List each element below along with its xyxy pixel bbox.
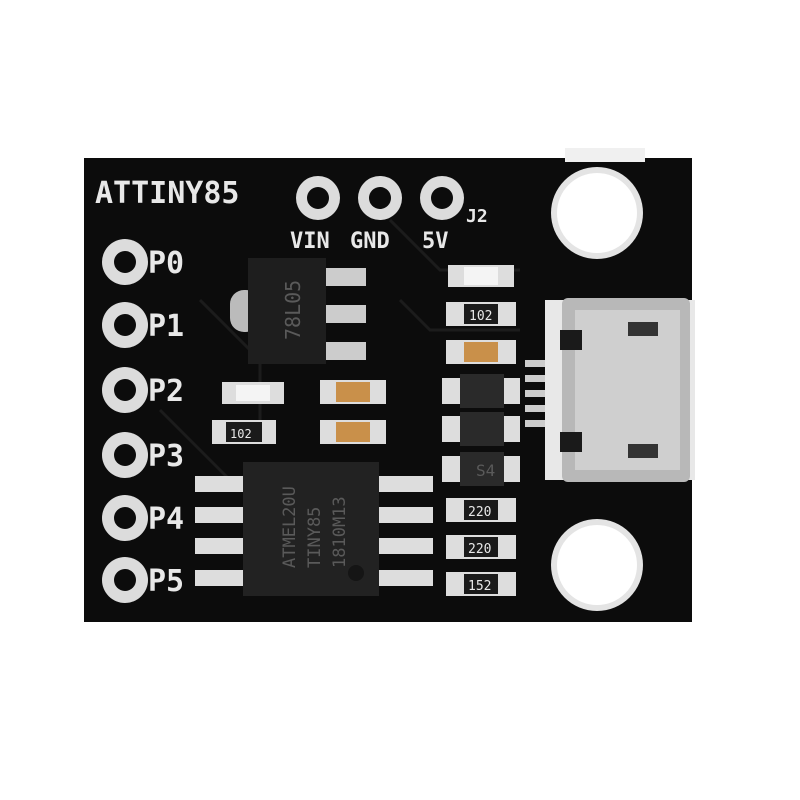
pin-label-p5: P5 xyxy=(148,564,184,599)
voltage-regulator: 78L05 xyxy=(230,258,366,364)
diode xyxy=(460,452,504,486)
connector-label: J2 xyxy=(466,206,488,227)
led xyxy=(464,267,498,285)
capacitor xyxy=(464,342,498,362)
pin-label-p3: P3 xyxy=(148,439,184,474)
mcu-marking-line1: ATMEL20U xyxy=(280,486,300,568)
pin-label-p2: P2 xyxy=(148,374,184,409)
capacitor xyxy=(336,422,370,442)
mcu-marking-line2: TINY85 xyxy=(305,507,325,568)
pin-label-p4: P4 xyxy=(148,502,184,537)
diode-marking: S4 xyxy=(476,461,495,480)
resistor-marking: 152 xyxy=(468,579,491,594)
attiny85-chip: ATMEL20U TINY85 1810M13 xyxy=(195,462,433,596)
resistor-marking: 102 xyxy=(469,309,492,324)
pin-label-vin: VIN xyxy=(290,229,330,254)
capacitor xyxy=(336,382,370,402)
pin-label-p1: P1 xyxy=(148,309,184,344)
resistor-marking: 102 xyxy=(230,427,252,441)
resistor-marking: 220 xyxy=(468,505,491,520)
resistor-marking: 220 xyxy=(468,542,491,557)
power-pin-headers xyxy=(296,176,464,220)
pin-label-5v: 5V xyxy=(422,229,449,254)
pin-label-gnd: GND xyxy=(350,229,390,254)
diode xyxy=(460,374,504,408)
regulator-marking: 78L05 xyxy=(281,280,305,340)
diode xyxy=(460,412,504,446)
micro-usb-connector xyxy=(525,298,695,482)
board-title: ATTINY85 xyxy=(95,176,240,211)
io-pin-headers xyxy=(102,239,148,603)
mcu-marking-line3: 1810M13 xyxy=(330,496,350,568)
pin-label-p0: P0 xyxy=(148,246,184,281)
